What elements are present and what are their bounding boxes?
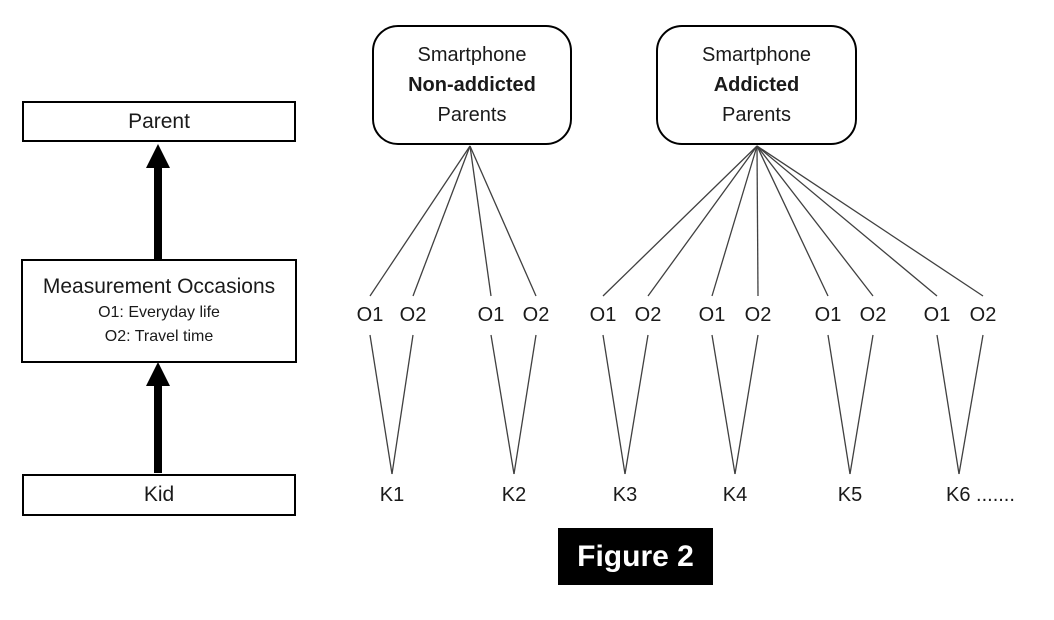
kid-label-k1: K1 [379,484,405,506]
figure-caption: Figure 2 [558,528,713,585]
occasion-to-kid-lines [369,334,984,475]
kid-label-k4: K4 [722,484,748,506]
figure-caption-text: Figure 2 [577,539,694,573]
kid-label-k2: K2 [501,484,527,506]
group-non-addicted-line1: Smartphone [417,44,527,66]
occasion-label-k4-o2: O2 [744,304,772,326]
kid-label-k3: K3 [612,484,638,506]
measurement-occasions-box: Measurement Occasions O1: Everyday life … [21,259,297,363]
occasion-label-k2-o2: O2 [522,304,550,326]
occasion-label-k6-o2: O2 [969,304,997,326]
up-arrow-kid-to-measurement [146,362,170,473]
occasion-label-k1-o2: O2 [399,304,427,326]
occasion-label-k5-o2: O2 [859,304,887,326]
up-arrow-measurement-to-parent [146,144,170,259]
occasion-2-definition: O2: Travel time [104,328,214,345]
parent-box-label: Parent [128,109,190,133]
kid-box-label: Kid [143,483,175,506]
non-addicted-fan-lines [369,145,537,297]
group-box-non-addicted: Smartphone Non-addicted Parents [372,25,572,145]
group-addicted-line1: Smartphone [702,44,811,66]
occasion-label-k3-o2: O2 [634,304,662,326]
kid-label-k5: K5 [837,484,863,506]
occasion-label-k2-o1: O1 [477,304,505,326]
occasion-1-definition: O1: Everyday life [98,304,220,321]
group-addicted-line3: Parents [722,104,791,126]
group-addicted-line2: Addicted [713,74,800,96]
occasion-label-k3-o1: O1 [589,304,617,326]
kid-label-k6: K6 ....... [946,484,1015,506]
group-box-addicted: Smartphone Addicted Parents [656,25,857,145]
occasion-label-k5-o1: O1 [814,304,842,326]
group-non-addicted-line2: Non-addicted [408,74,536,96]
group-non-addicted-line3: Parents [437,104,507,126]
occasion-label-k4-o1: O1 [698,304,726,326]
occasion-label-k6-o1: O1 [923,304,951,326]
occasion-label-k1-o1: O1 [356,304,384,326]
addicted-fan-lines [602,145,984,297]
measurement-occasions-title: Measurement Occasions [42,275,276,298]
parent-box: Parent [22,101,296,142]
kid-box: Kid [22,474,296,516]
